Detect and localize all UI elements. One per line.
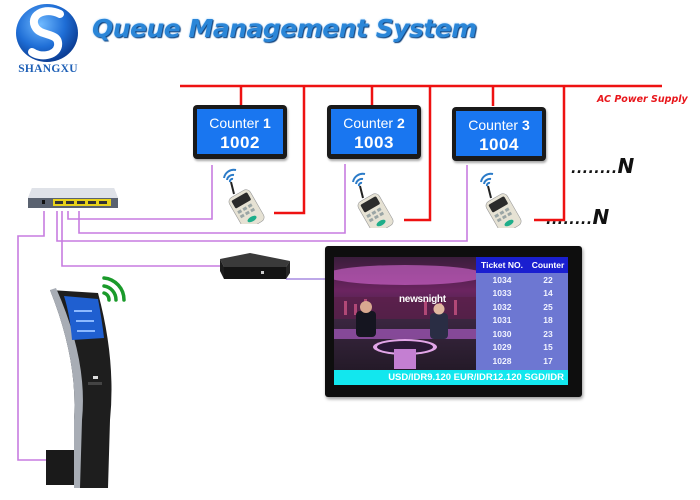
counter-display-2: Counter 2 1003 [327, 105, 421, 159]
wireless-keypad-2 [347, 170, 407, 234]
counter-display-1: Counter 1 1002 [193, 105, 287, 159]
cable-kiosk [17, 211, 46, 461]
counter-ticket-number: 1003 [354, 133, 394, 152]
queue-table-header: Ticket NO. Counter [476, 257, 568, 273]
ac-power-supply-label: AC Power Supply [597, 94, 688, 105]
more-counters-label: ........N [571, 154, 635, 178]
shangxu-logo [14, 2, 80, 64]
wireless-keypad-3 [475, 170, 535, 234]
currency-ticker: USD/IDR9.120 EUR/IDR12.120 SGD/IDR [334, 370, 568, 385]
wifi-signal-green-icon [102, 276, 126, 302]
newsnight-caption: newsnight [399, 294, 446, 305]
counter-display-3: Counter 3 1004 [452, 107, 546, 161]
keypad-icon [357, 193, 394, 234]
counter-header: Counter [531, 260, 565, 270]
counter-label: Counter 3 [468, 117, 530, 133]
counter-label: Counter 2 [343, 115, 405, 131]
queue-controller-box [216, 251, 292, 283]
counter-ticket-number: 1002 [220, 133, 260, 152]
keypad-icon [228, 189, 265, 230]
counter-label: Counter 1 [209, 115, 271, 131]
wifi-signal-icon [352, 172, 366, 187]
logo-swirl-icon [16, 4, 78, 62]
tv-video-area: newsnight [334, 257, 476, 370]
brand-name: SHANGXU [18, 63, 78, 75]
page-title: Queue Management System [92, 14, 477, 43]
more-keypads-label: ........N [546, 205, 610, 229]
wifi-signal-icon [223, 168, 237, 183]
ticket-dispenser-kiosk [44, 270, 134, 495]
ticket-header: Ticket NO. [481, 260, 523, 270]
counter-ticket-number: 1004 [479, 135, 519, 154]
cable-controller [61, 211, 222, 267]
keypad-icon [485, 193, 522, 234]
network-switch [26, 186, 120, 216]
wifi-signal-icon [480, 172, 494, 187]
wireless-keypad-1 [218, 166, 278, 230]
